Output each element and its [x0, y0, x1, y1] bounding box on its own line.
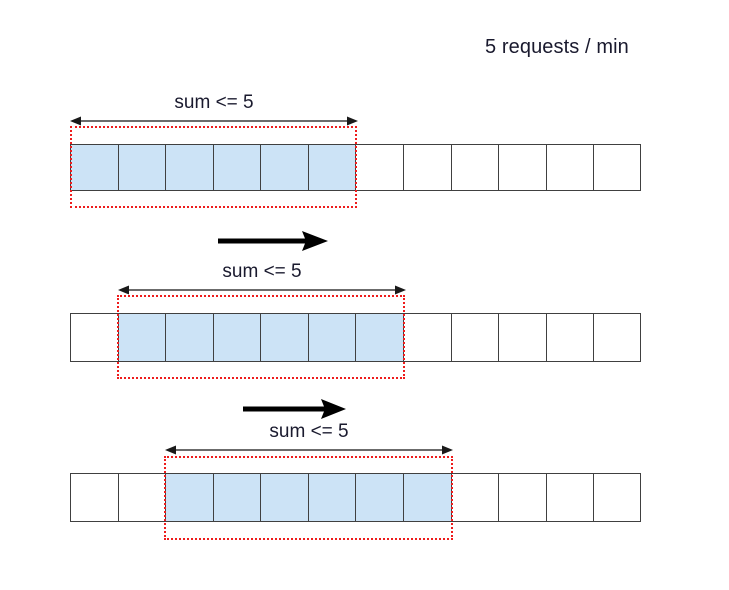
timeline-cell[interactable]: [307, 144, 356, 191]
measure-arrow-row-1: [70, 114, 358, 128]
timeline-cell[interactable]: [545, 473, 594, 522]
timeline-cell[interactable]: [117, 313, 166, 362]
timeline-cell[interactable]: [355, 313, 404, 362]
timeline-cell[interactable]: [403, 144, 451, 191]
timeline-cell[interactable]: [117, 144, 166, 191]
timeline-cell[interactable]: [545, 144, 594, 191]
timeline-strip-row-2: [70, 313, 641, 362]
timeline-cell[interactable]: [260, 473, 308, 522]
step-arrow-2-icon: [243, 398, 346, 420]
timeline-cell[interactable]: [165, 473, 213, 522]
timeline-cell[interactable]: [212, 144, 261, 191]
timeline-cell[interactable]: [498, 473, 546, 522]
timeline-cell[interactable]: [70, 313, 118, 362]
timeline-cell[interactable]: [450, 144, 499, 191]
step-arrow-1-icon: [218, 230, 328, 252]
measure-label-row-3: sum <= 5: [269, 421, 349, 442]
page-title: 5 requests / min: [485, 36, 629, 58]
timeline-cell[interactable]: [165, 313, 213, 362]
timeline-cell[interactable]: [498, 144, 546, 191]
timeline-cell[interactable]: [545, 313, 594, 362]
timeline-strip-row-3: [70, 473, 641, 522]
timeline-cell[interactable]: [260, 144, 308, 191]
timeline-cell[interactable]: [498, 313, 546, 362]
timeline-cell[interactable]: [307, 313, 356, 362]
timeline-cell[interactable]: [117, 473, 166, 522]
measure-label-row-2: sum <= 5: [222, 261, 302, 282]
measure-arrow-row-2: [118, 283, 406, 297]
timeline-cell[interactable]: [70, 473, 118, 522]
timeline-cell[interactable]: [593, 313, 641, 362]
timeline-cell[interactable]: [450, 473, 499, 522]
timeline-cell[interactable]: [355, 144, 404, 191]
measure-label-row-1: sum <= 5: [174, 92, 254, 113]
timeline-cell[interactable]: [212, 473, 261, 522]
timeline-cell[interactable]: [307, 473, 356, 522]
timeline-cell[interactable]: [70, 144, 118, 191]
timeline-cell[interactable]: [355, 473, 404, 522]
timeline-cell[interactable]: [403, 313, 451, 362]
timeline-cell[interactable]: [260, 313, 308, 362]
timeline-cell[interactable]: [403, 473, 451, 522]
measure-arrow-row-3: [165, 443, 453, 457]
timeline-strip-row-1: [70, 144, 641, 191]
timeline-cell[interactable]: [212, 313, 261, 362]
timeline-cell[interactable]: [593, 473, 641, 522]
timeline-cell[interactable]: [450, 313, 499, 362]
timeline-cell[interactable]: [165, 144, 213, 191]
timeline-cell[interactable]: [593, 144, 641, 191]
